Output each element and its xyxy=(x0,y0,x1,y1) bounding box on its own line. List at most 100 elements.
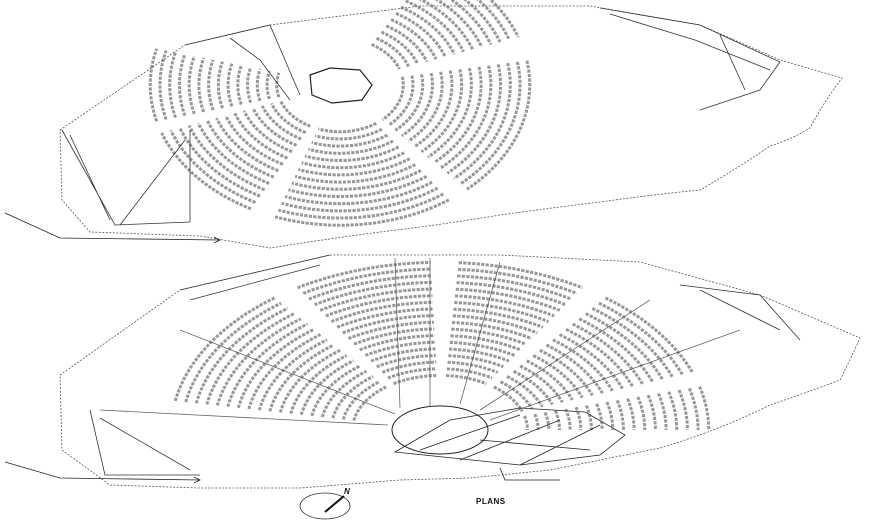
seat-row xyxy=(381,76,405,121)
seat-row xyxy=(381,360,437,374)
upper-truss-left xyxy=(61,24,301,226)
seat-row xyxy=(545,343,604,394)
seat-row xyxy=(698,386,711,431)
seat-row xyxy=(463,0,502,43)
seat-row xyxy=(446,367,493,380)
seat-row xyxy=(304,145,400,162)
upper-truss-right xyxy=(599,7,781,111)
seat-row xyxy=(512,369,554,406)
seat-row xyxy=(184,301,282,403)
seat-row xyxy=(359,334,435,352)
seat-row xyxy=(319,287,433,312)
seat-row xyxy=(407,71,444,143)
seat-row xyxy=(456,281,567,307)
seat-row xyxy=(325,294,433,318)
seat-row xyxy=(260,105,302,141)
seat-row xyxy=(390,18,438,60)
seat-row xyxy=(289,354,348,414)
seat-row xyxy=(207,59,215,111)
seat-row xyxy=(450,334,521,352)
seat-row xyxy=(393,373,437,386)
seat-row xyxy=(458,261,583,290)
seat-row xyxy=(288,174,428,198)
seat-row xyxy=(395,11,447,58)
seat-row xyxy=(585,312,664,381)
seat-row xyxy=(440,65,493,170)
seat-row xyxy=(347,320,435,340)
lower-stage-structure xyxy=(393,407,626,481)
north-label: N xyxy=(344,487,350,496)
seat-row xyxy=(687,387,700,431)
seat-row xyxy=(320,369,368,418)
seat-row xyxy=(380,30,420,65)
seat-row xyxy=(449,347,510,363)
seat-row xyxy=(352,385,387,421)
seat-row xyxy=(353,327,435,346)
seat-row xyxy=(301,151,405,170)
seat-row xyxy=(677,389,689,431)
seat-row xyxy=(281,186,439,213)
seat-row xyxy=(236,327,315,409)
seat-row xyxy=(604,296,694,374)
seat-row xyxy=(427,67,473,159)
seat-row xyxy=(598,301,684,376)
seat-row xyxy=(246,66,253,104)
upper-stage xyxy=(309,67,373,104)
seat-row xyxy=(376,353,436,369)
seat-row xyxy=(657,392,668,431)
seat-row xyxy=(284,180,433,206)
seat-row xyxy=(187,55,196,115)
seat-row xyxy=(299,359,354,416)
seat-row xyxy=(414,70,454,148)
seat-row xyxy=(449,340,516,357)
seat-row xyxy=(314,127,383,141)
seat-row xyxy=(197,57,206,113)
seat-row xyxy=(457,274,572,301)
seat-row xyxy=(279,100,311,128)
seat-row xyxy=(216,61,224,109)
seat-row xyxy=(519,364,564,403)
seat-row xyxy=(446,374,487,386)
seat-row xyxy=(268,343,335,412)
seat-row xyxy=(342,314,434,335)
seat-row xyxy=(265,70,271,100)
seat-row xyxy=(626,398,636,431)
seat-row xyxy=(297,260,431,290)
seat-row xyxy=(160,132,252,211)
seat-row xyxy=(448,354,504,369)
seat-row xyxy=(488,0,520,38)
seat-row xyxy=(394,74,425,132)
seat-row xyxy=(233,112,289,160)
seat-row xyxy=(457,267,578,295)
lower-truss xyxy=(89,254,801,476)
seat-row xyxy=(605,401,615,431)
seat-row xyxy=(615,399,625,431)
seat-row xyxy=(453,307,544,329)
seat-row xyxy=(298,157,411,177)
seat-row xyxy=(446,64,503,175)
seat-row xyxy=(564,408,572,431)
seat-row xyxy=(493,385,524,413)
seat-row xyxy=(523,415,529,431)
seat-row xyxy=(554,410,561,431)
seat-row xyxy=(158,50,168,120)
seat-row xyxy=(452,314,538,335)
upper-level-plan xyxy=(4,0,843,249)
seat-row xyxy=(578,317,654,383)
seat-row xyxy=(459,61,522,186)
upper-entry-arrow xyxy=(4,212,221,244)
lower-level-plan xyxy=(4,254,861,489)
seat-row xyxy=(591,306,674,378)
seat-row xyxy=(307,139,394,155)
seat-row xyxy=(178,127,261,198)
seat-row xyxy=(466,60,532,191)
seat-row xyxy=(552,338,614,392)
seat-row xyxy=(400,5,456,55)
seat-row xyxy=(187,124,266,192)
seat-row xyxy=(405,0,465,53)
lower-entry-arrow xyxy=(4,461,201,484)
seat-row xyxy=(215,117,279,173)
seat-row xyxy=(168,51,177,119)
seat-row xyxy=(433,66,483,164)
seat-row xyxy=(451,327,527,346)
